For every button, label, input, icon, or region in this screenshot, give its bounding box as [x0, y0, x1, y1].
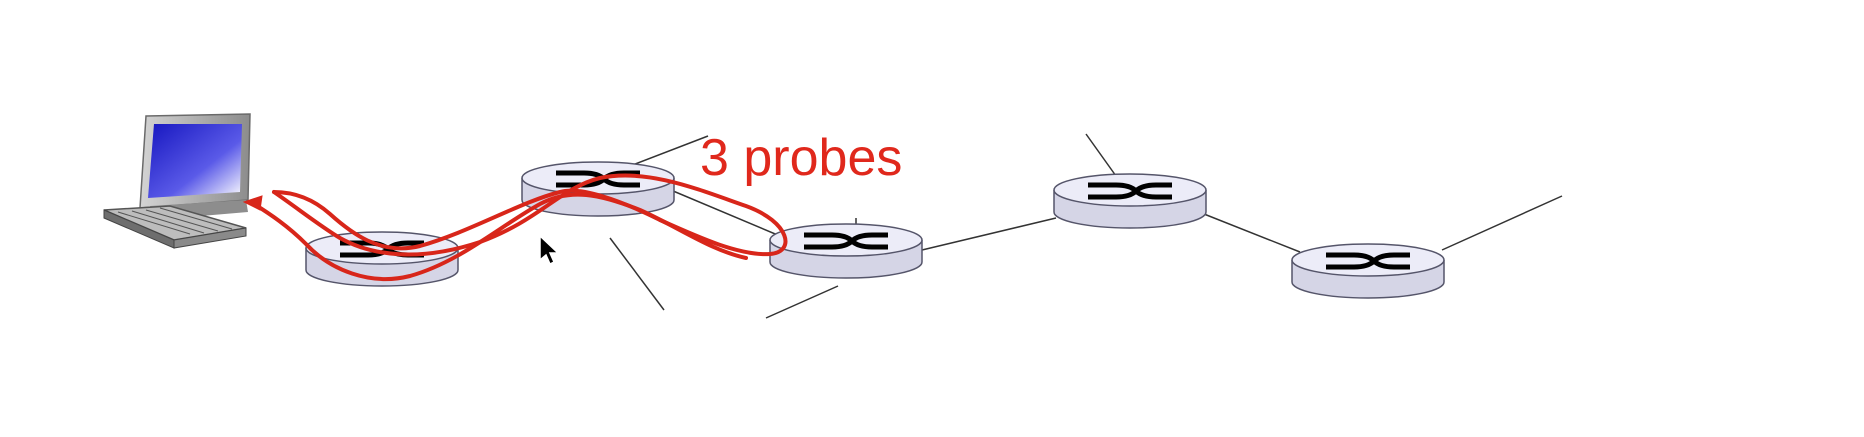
link — [665, 187, 781, 237]
probe-annotation-label: 3 probes — [700, 129, 903, 187]
mouse-pointer-icon — [539, 234, 560, 266]
network-links — [609, 133, 1563, 319]
link — [1085, 133, 1117, 177]
router-4-icon — [1054, 174, 1206, 228]
link — [1203, 213, 1301, 253]
desktop-computer-left-icon — [103, 113, 251, 249]
link — [629, 135, 709, 167]
router-5-icon — [1292, 244, 1444, 298]
link — [609, 237, 665, 311]
link — [765, 285, 839, 319]
link — [1441, 195, 1563, 251]
router-3-icon — [770, 224, 922, 278]
probe-path-upper — [272, 188, 662, 251]
probe-path-outgoing — [272, 173, 788, 257]
probe-paths — [242, 173, 788, 281]
link — [921, 217, 1057, 251]
arrowhead-icon — [242, 195, 263, 211]
